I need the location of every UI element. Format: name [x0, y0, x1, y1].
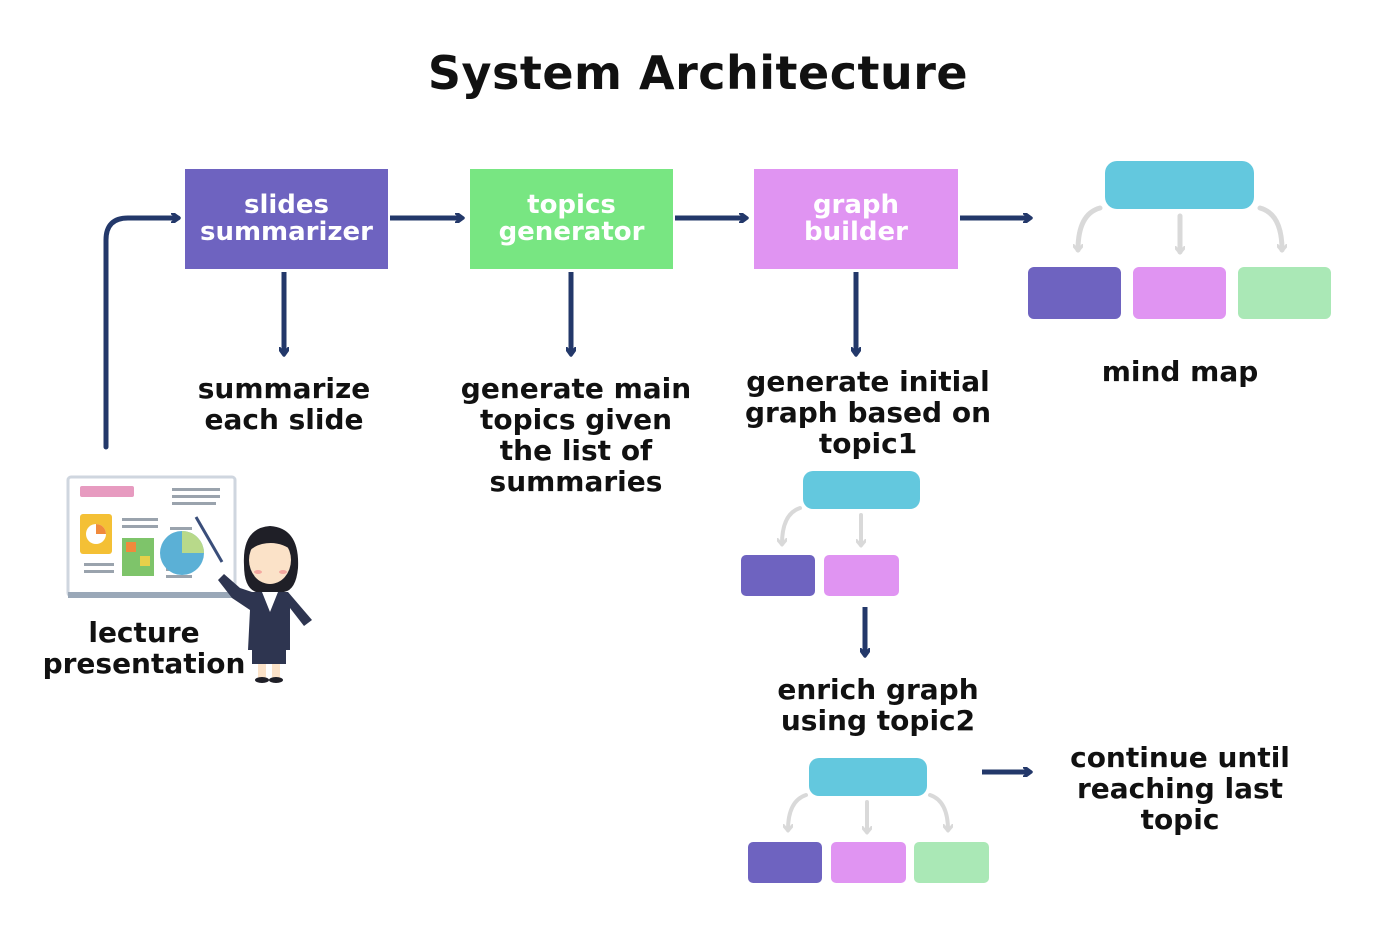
enrich-graph-label: enrich graph using topic2 [777, 673, 979, 737]
arrow-lecture-to-summarizer [103, 218, 178, 450]
continue-label: continue until reaching last topic [1070, 741, 1290, 836]
initial-graph-label: generate initial graph based on topic1 [744, 365, 992, 460]
slides-summarizer-box: slides summarizer [185, 169, 388, 269]
mind-map-icon [1028, 161, 1331, 319]
topics-generator-box: topics generator [470, 169, 673, 269]
enriched-graph-icon [748, 758, 989, 883]
summarize-label: summarize each slide [197, 372, 371, 436]
lecture-presentation-illustration [66, 475, 312, 683]
graph-builder-box: graph builder [754, 169, 958, 269]
lecture-presentation-label: lecture presentation [42, 616, 246, 680]
generate-topics-label: generate main topics given the list of s… [460, 372, 692, 498]
diagram-title: System Architecture [427, 46, 969, 100]
initial-graph-icon [741, 471, 920, 596]
mind-map-label: mind map [1101, 355, 1259, 388]
